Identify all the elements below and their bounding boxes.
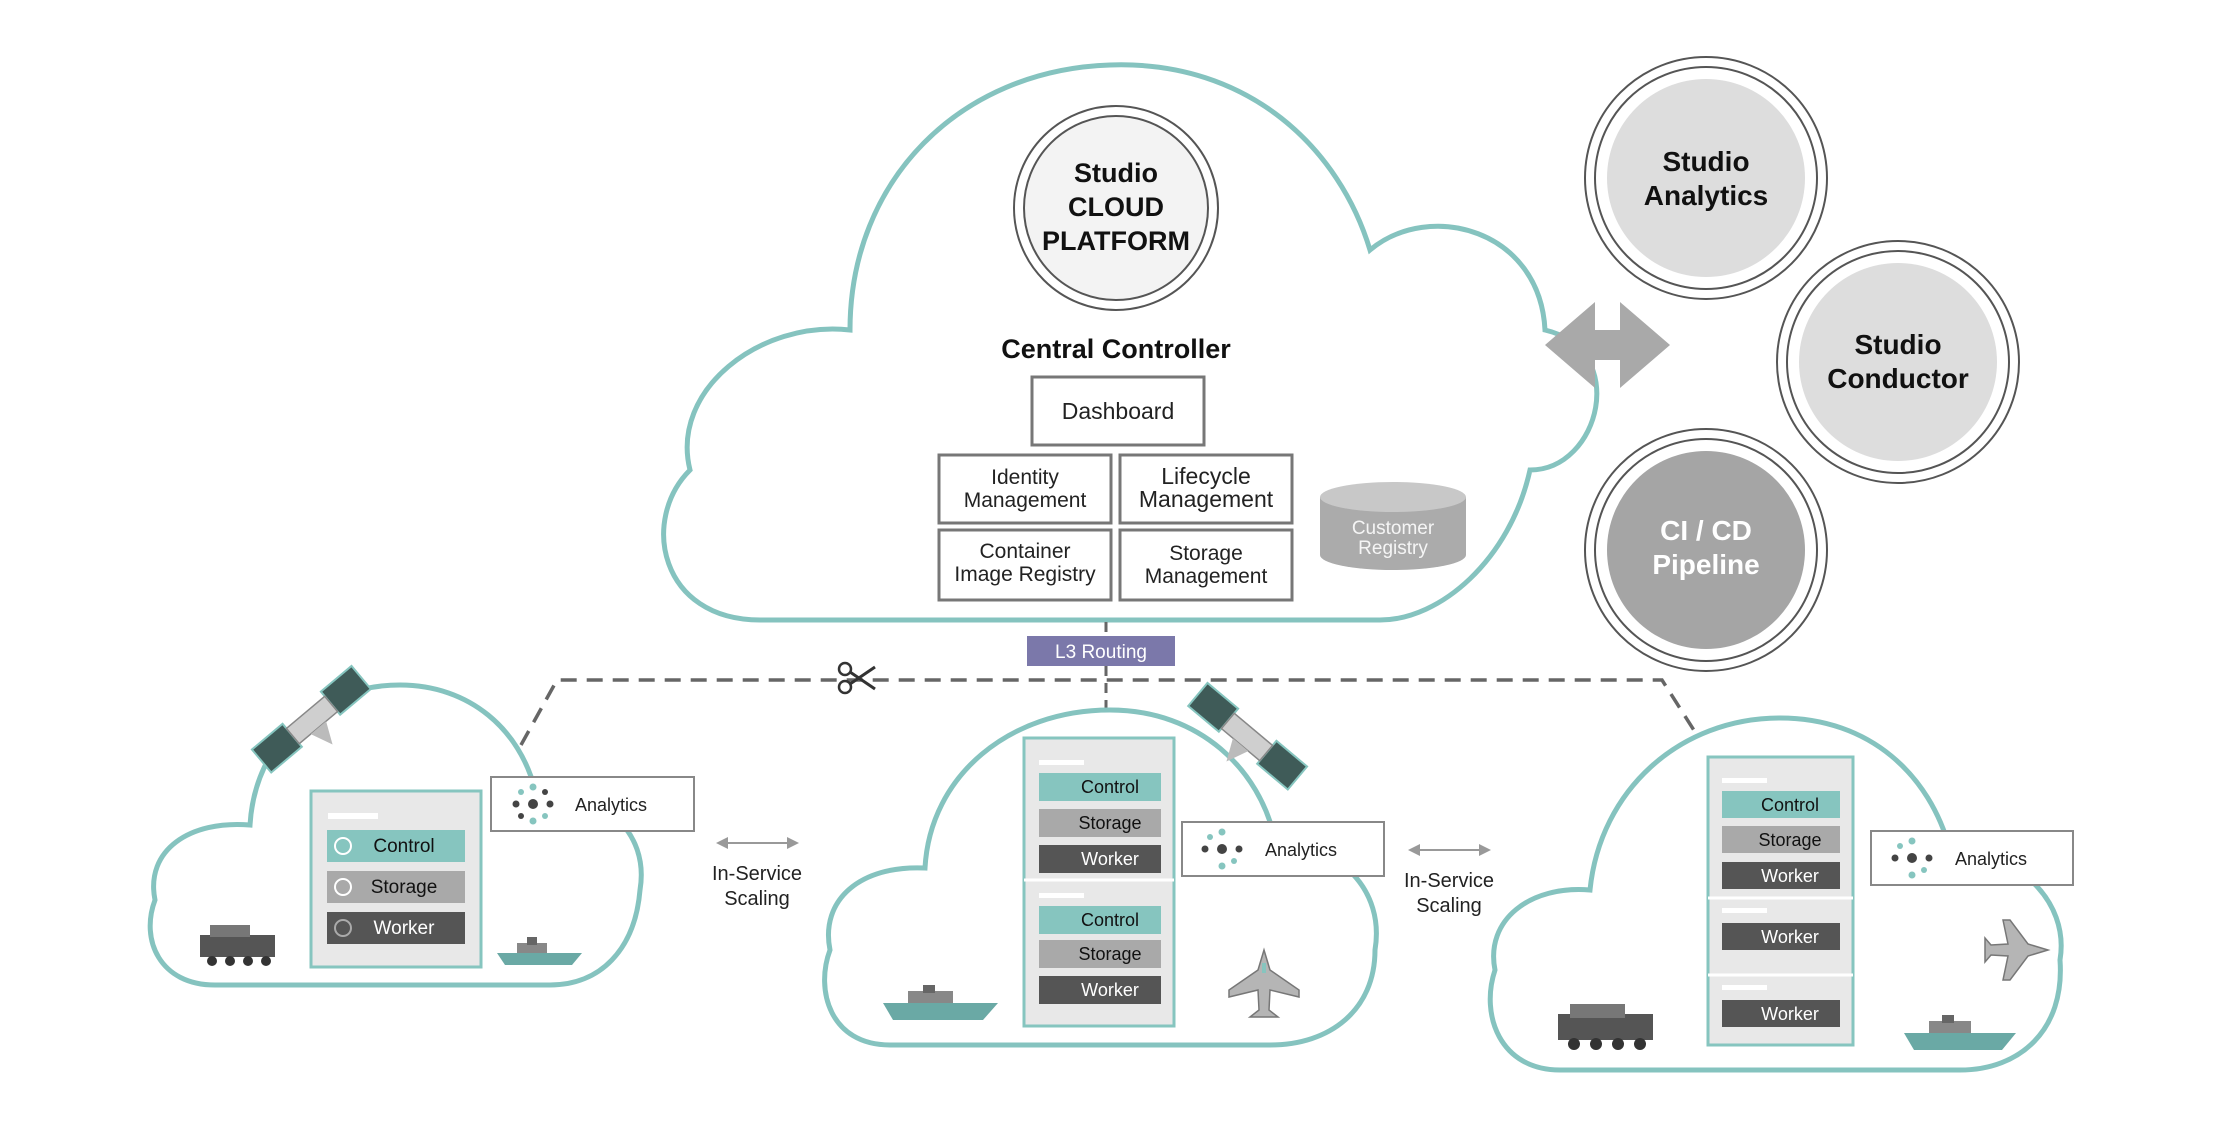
left-scaling-indicator: In-Service Scaling bbox=[712, 837, 802, 910]
middle-control-label-1: Control bbox=[1081, 777, 1139, 797]
routing-backbone bbox=[519, 678, 1699, 746]
middle-storage-label-1: Storage bbox=[1078, 813, 1141, 833]
middle-worker-label-2: Worker bbox=[1081, 980, 1139, 1000]
left-analytics-label: Analytics bbox=[575, 795, 647, 815]
left-control-label: Control bbox=[373, 836, 434, 857]
left-scaling-line2: Scaling bbox=[724, 888, 790, 910]
analytics-network-icon bbox=[1201, 828, 1243, 870]
left-analytics-box: Analytics bbox=[490, 776, 695, 832]
left-storage-label: Storage bbox=[371, 877, 438, 898]
right-analytics-box: Analytics bbox=[1870, 830, 2074, 886]
gear-icon bbox=[334, 919, 352, 937]
storage-management-box bbox=[1118, 528, 1294, 602]
middle-analytics-box: Analytics bbox=[1181, 821, 1385, 877]
analytics-network-icon bbox=[512, 783, 554, 825]
middle-scaling-line1: In-Service bbox=[1404, 870, 1494, 892]
studio-conductor-circle: Studio Conductor bbox=[1776, 240, 2020, 484]
middle-storage-label-2: Storage bbox=[1078, 944, 1141, 964]
container-line1: Container bbox=[979, 540, 1070, 563]
lifecycle-management-box bbox=[1118, 453, 1294, 525]
middle-control-label-2: Control bbox=[1081, 910, 1139, 930]
central-cloud bbox=[661, 62, 1600, 623]
right-worker-label-2: Worker bbox=[1761, 927, 1819, 947]
identity-line2: Management bbox=[964, 489, 1087, 512]
tank-icon bbox=[1558, 1004, 1653, 1050]
container-image-registry-box bbox=[937, 528, 1113, 602]
container-line2: Image Registry bbox=[954, 563, 1096, 586]
conductor-circle-line1: Studio bbox=[1854, 329, 1941, 360]
identity-management-box bbox=[937, 453, 1113, 525]
disk-icon bbox=[334, 878, 352, 896]
analytics-circle-line2: Analytics bbox=[1644, 180, 1769, 211]
right-node-stack: Control Storage Worker Worker Worker bbox=[1706, 755, 1855, 1047]
jet-icon bbox=[1228, 947, 1300, 1018]
cicd-circle-line1: CI / CD bbox=[1660, 515, 1752, 546]
scissors-icon bbox=[837, 661, 876, 695]
jet-icon bbox=[1984, 919, 2051, 981]
platform-title-line2: CLOUD bbox=[1068, 192, 1164, 222]
satellite-icon bbox=[1186, 681, 1309, 791]
chevron-icon bbox=[334, 837, 352, 855]
dashboard-label: Dashboard bbox=[1062, 398, 1175, 424]
central-controller-title: Central Controller bbox=[1001, 334, 1231, 364]
right-storage-label: Storage bbox=[1758, 830, 1821, 850]
analytics-circle-line1: Studio bbox=[1662, 146, 1749, 177]
ship-icon bbox=[1904, 1015, 2016, 1050]
middle-node-stack: Control Storage Worker Control Storage W… bbox=[1022, 736, 1176, 1028]
analytics-network-icon bbox=[1891, 837, 1933, 879]
middle-analytics-label: Analytics bbox=[1265, 840, 1337, 860]
identity-line1: Identity bbox=[991, 466, 1059, 489]
tank-icon bbox=[200, 925, 275, 966]
left-scaling-line1: In-Service bbox=[712, 863, 802, 885]
middle-scaling-indicator: In-Service Scaling bbox=[1404, 844, 1494, 917]
lifecycle-line1: Lifecycle bbox=[1161, 463, 1250, 489]
lifecycle-line2: Management bbox=[1139, 486, 1274, 512]
ship-icon bbox=[497, 937, 582, 965]
right-worker-label-3: Worker bbox=[1761, 1004, 1819, 1024]
registry-line2: Registry bbox=[1358, 538, 1428, 559]
dashboard-box bbox=[1030, 375, 1206, 447]
conductor-circle-line2: Conductor bbox=[1827, 363, 1969, 394]
left-node-stack: Control Storage Worker bbox=[309, 789, 483, 969]
right-control-label: Control bbox=[1761, 795, 1819, 815]
double-arrow-icon bbox=[1545, 302, 1670, 388]
l3-routing-badge bbox=[1027, 636, 1175, 666]
right-analytics-label: Analytics bbox=[1955, 849, 2027, 869]
ship-icon bbox=[883, 985, 998, 1020]
platform-title-line3: PLATFORM bbox=[1042, 226, 1190, 256]
platform-title-line1: Studio bbox=[1074, 158, 1158, 188]
customer-registry-cylinder: Customer Registry bbox=[1320, 482, 1466, 570]
satellite-icon bbox=[250, 664, 373, 774]
left-worker-label: Worker bbox=[374, 918, 436, 939]
studio-analytics-circle: Studio Analytics bbox=[1584, 56, 1828, 300]
middle-worker-label-1: Worker bbox=[1081, 849, 1139, 869]
storage-line1: Storage bbox=[1169, 542, 1243, 565]
storage-line2: Management bbox=[1145, 565, 1268, 588]
cicd-pipeline-circle: CI / CD Pipeline bbox=[1584, 428, 1828, 672]
right-worker-label-1: Worker bbox=[1761, 866, 1819, 886]
registry-line1: Customer bbox=[1352, 518, 1435, 539]
studio-cloud-platform-badge: Studio CLOUD PLATFORM bbox=[1013, 105, 1219, 311]
l3-routing-label: L3 Routing bbox=[1055, 642, 1147, 663]
middle-scaling-line2: Scaling bbox=[1416, 895, 1482, 917]
cicd-circle-line2: Pipeline bbox=[1652, 549, 1759, 580]
